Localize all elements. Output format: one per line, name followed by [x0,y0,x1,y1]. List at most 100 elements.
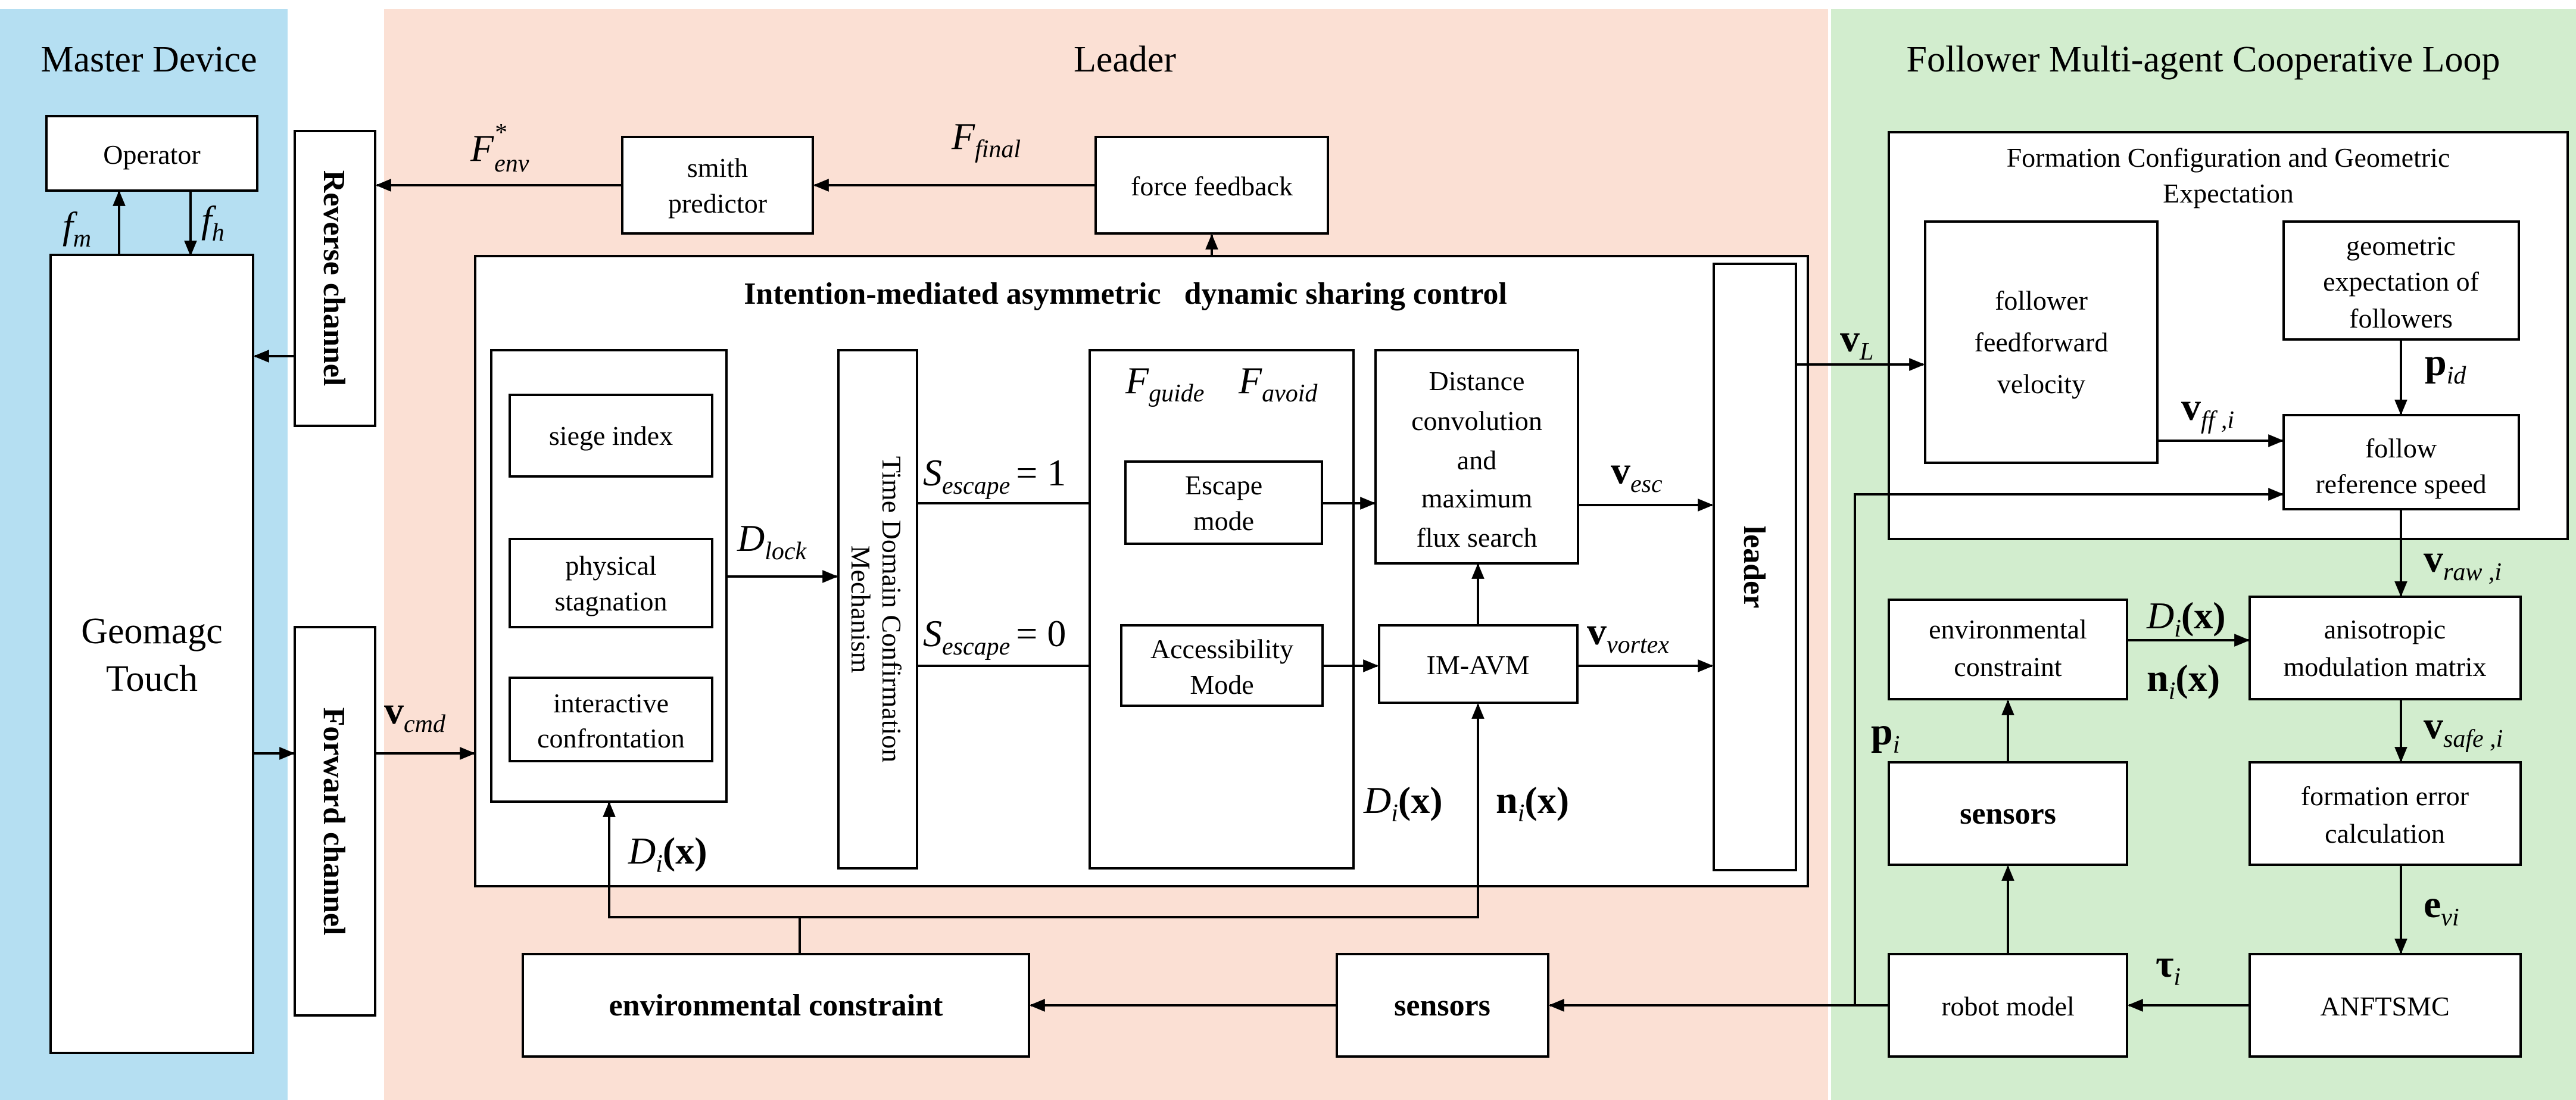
physical-stagnation-line2: stagnation [554,586,667,616]
v-vortex-label: vvortex [1587,610,1669,659]
intention-control-title: Intention-mediated asymmetric dynamic sh… [744,277,1507,311]
geometric-expectation-line2: expectation of [2323,266,2480,297]
follower-env-constraint-line2: constraint [1954,652,2062,682]
follower-env-constraint-line1: environmental [1929,614,2087,644]
feedforward-velocity-line2: feedforward [1975,327,2109,357]
p-i-label: pi [1871,710,1900,759]
siege-index-label: siege index [549,420,673,451]
robot-model-box [1888,953,2128,1058]
geometric-expectation-line1: geometric [2346,230,2456,261]
geometric-expectation-line3: followers [2349,303,2453,334]
forward-channel-label: Forward channel [317,708,351,936]
geomagic-touch-label-line1: Geomagc [81,611,223,652]
follow-reference-speed-line2: reference speed [2315,469,2486,499]
distance-convolution-line1: Distance [1429,366,1525,396]
time-domain-confirmation-line2: Mechanism [846,546,876,674]
leader-box [1713,263,1797,871]
formation-error-line2: calculation [2325,818,2445,849]
leader-sensors-box [1336,953,1549,1058]
feedforward-velocity-box [1924,220,2159,464]
v-l-label: vL [1840,317,1873,366]
f-avoid-label: Favoid [1238,359,1318,407]
geomagic-touch-label-line2: Touch [106,659,198,699]
env-to-lock-group-feedback [603,801,801,954]
robot-model-label: robot model [1941,991,2075,1021]
geomagic-touch-box [49,254,254,1054]
distance-convolution-line2: convolution [1411,406,1542,436]
physical-stagnation-line1: physical [565,550,656,581]
di-x-bottom-label: Di(x) [628,830,707,878]
escape-mode-line1: Escape [1185,470,1262,500]
follower-env-constraint-box [1888,599,2128,700]
v-safe-i-label: vsafe ,i [2424,704,2503,753]
accessibility-mode-box [1120,624,1324,707]
leader-region-title: Leader [1074,39,1176,80]
physical-stagnation-box [509,538,713,628]
time-domain-confirmation-line1: Time Domain Confirmation [877,456,907,763]
smith-predictor-line1: smith [687,152,748,183]
feedforward-velocity-line1: follower [1995,285,2088,316]
v-ff-i-label: vff ,i [2181,385,2234,434]
interactive-confrontation-line1: interactive [553,688,669,718]
anftsmc-box [2248,953,2522,1058]
v-cmd-label: vcmd [384,689,446,738]
reverse-channel-label: Reverse channel [317,170,351,386]
ni-x-follower-label: ni(x) [2147,656,2220,705]
f-final-label: Ffinal [951,115,1021,163]
distance-convolution-line5: flux search [1416,522,1537,553]
follow-reference-speed-box [2282,414,2520,510]
force-feedback-label: force feedback [1131,171,1293,201]
anftsmc-label: ANFTSMC [2320,991,2449,1021]
follower-sensors-box [1888,761,2128,866]
leader-env-constraint-label: environmental constraint [609,989,944,1023]
ni-x-inner-label: ni(x) [1496,778,1569,827]
accessibility-mode-line1: Accessibility [1150,634,1293,664]
p-id-label: pid [2425,341,2466,389]
escape-mode-box [1124,460,1323,545]
anisotropic-modulation-line1: anisotropic [2324,614,2446,644]
follow-reference-speed-line1: follow [2365,433,2437,463]
geometric-expectation-box [2282,220,2520,341]
escape-mode-line2: mode [1193,506,1254,536]
f-guide-label: Fguide [1125,359,1204,407]
feedforward-velocity-line3: velocity [1997,369,2085,399]
formation-error-box [2248,761,2522,866]
leader-box-label: leader [1737,526,1771,609]
formation-configuration-title-line2: Expectation [2163,178,2294,208]
im-avm-box [1378,624,1579,704]
di-x-inner-label: Di(x) [1363,779,1443,827]
distance-convolution-line3: and [1457,445,1496,475]
tau-i-label: τi [2156,942,2181,991]
f-env-label: F*env [470,119,529,177]
interactive-confrontation-line2: confrontation [537,723,685,753]
distance-convolution-line4: maximum [1421,483,1533,513]
di-x-follower-label: Di(x) [2146,594,2226,643]
reverse-channel-box [294,130,376,427]
formation-error-line1: formation error [2301,781,2469,811]
s-escape-1-label: Sescape= 1 [923,451,1066,500]
follower-region-title: Follower Multi-agent Cooperative Loop [1907,39,2500,80]
forward-channel-box [294,626,376,1017]
follower-sensors-label: sensors [1960,797,2056,831]
leader-sensors-label: sensors [1394,989,1490,1023]
robot-to-follow-reference-feedback [1854,488,2284,1005]
distance-convolution-box [1374,349,1579,565]
time-domain-confirmation-box [837,349,918,870]
e-vi-label: evi [2424,883,2459,931]
siege-index-box [509,394,713,478]
operator-box [45,115,258,192]
operator-label: Operator [103,139,200,170]
env-to-imavm-feedback [800,703,1485,918]
force-modes-group [1089,349,1355,870]
interactive-confrontation-box [509,677,713,762]
accessibility-mode-line2: Mode [1190,669,1253,700]
d-lock-label: Dlock [737,517,807,565]
v-esc-label: vesc [1611,449,1663,498]
im-avm-label: IM-AVM [1427,650,1530,680]
anisotropic-modulation-box [2248,596,2522,700]
smith-predictor-box [621,136,814,235]
formation-configuration-title-line1: Formation Configuration and Geometric [2007,142,2450,173]
smith-predictor-line2: predictor [668,188,767,219]
s-escape-0-label: Sescape= 0 [923,612,1066,660]
